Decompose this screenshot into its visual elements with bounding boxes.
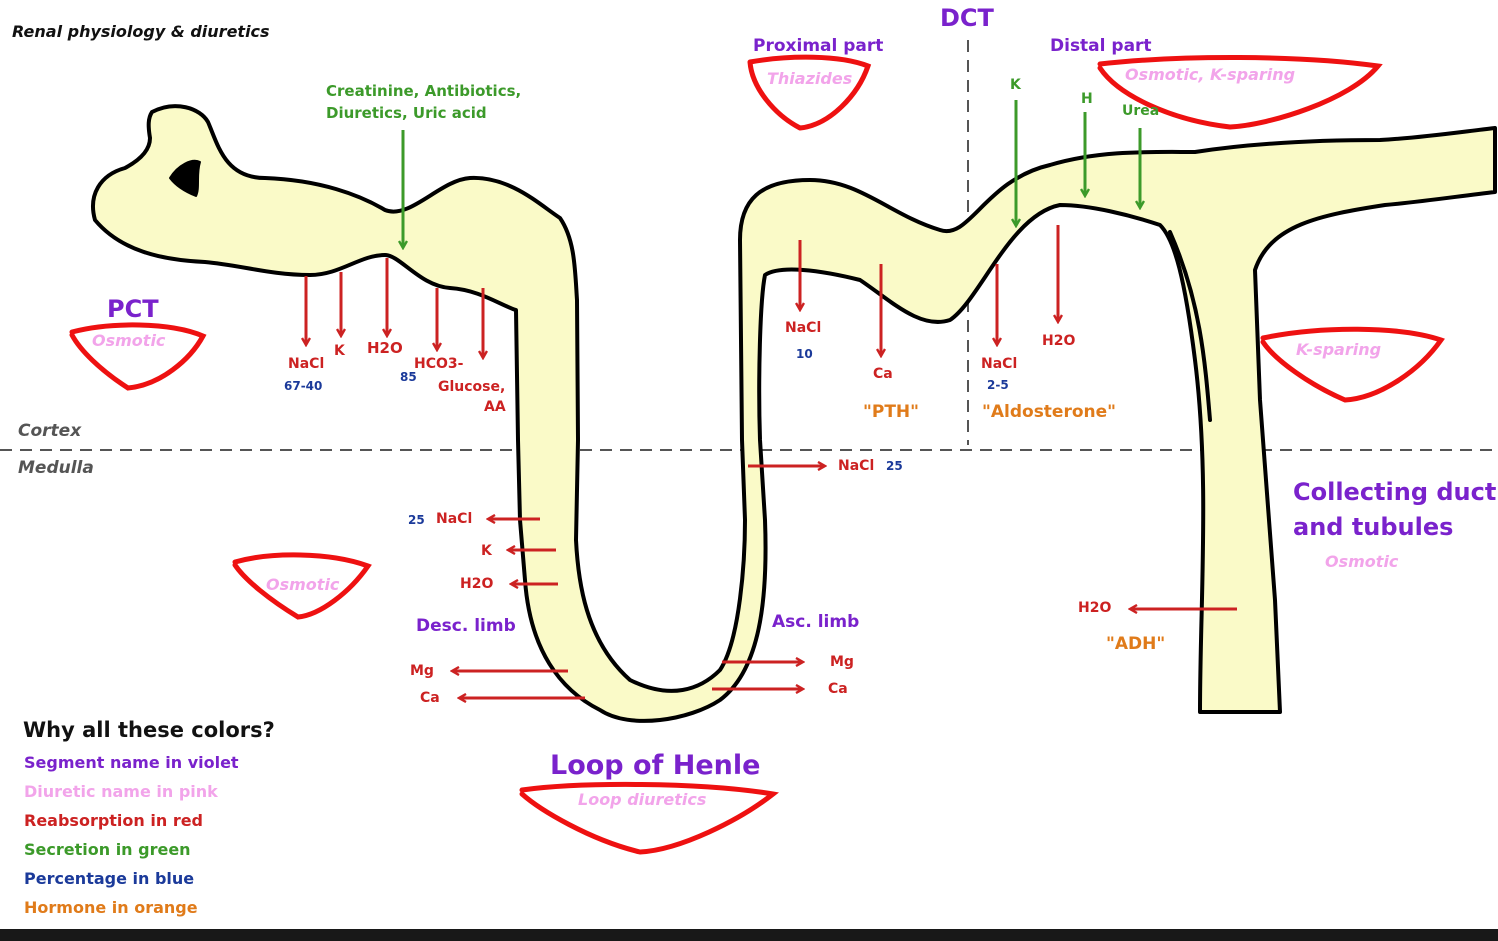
secretion-pct-line2: Diuretics, Uric acid [326, 106, 487, 121]
diuretic-distal: Osmotic, K-sparing [1125, 67, 1295, 83]
segment-loop-of-henle: Loop of Henle [550, 752, 760, 779]
diuretic-thiazides: Thiazides [767, 71, 852, 87]
legend-item-green: Secretion in green [24, 842, 191, 858]
reab-dctp-ca: Ca [873, 367, 893, 381]
reab-pct-h2o: H2O [367, 341, 403, 356]
diuretic-collecting: Osmotic [1325, 554, 1398, 570]
diuretic-pct: Osmotic [92, 333, 165, 349]
pct-dctp-nacl: 10 [796, 348, 813, 360]
pct-pct-nacl: 67-40 [284, 380, 322, 392]
hormone-aldosterone: "Aldosterone" [982, 404, 1116, 421]
reab-pct-k: K [334, 344, 345, 358]
segment-collecting-line2: and tubules [1293, 515, 1453, 539]
reab-dctd-h2o: H2O [1042, 334, 1075, 348]
segment-desc-limb: Desc. limb [416, 618, 516, 635]
segment-dct-proximal: Proximal part [753, 38, 883, 55]
legend-item-pink: Diuretic name in pink [24, 784, 218, 800]
secretion-pct-line1: Creatinine, Antibiotics, [326, 84, 521, 99]
bottom-bar [0, 929, 1498, 941]
secretion-k: K [1010, 78, 1021, 92]
medulla-label: Medulla [18, 460, 94, 477]
segment-dct-distal: Distal part [1050, 38, 1152, 55]
reab-desc-nacl: NaCl [436, 512, 472, 526]
hormone-adh: "ADH" [1106, 636, 1165, 653]
secretion-urea: Urea [1122, 104, 1159, 118]
annotation-circle-thiazides [750, 57, 868, 128]
pct-pct-h2o: 85 [400, 371, 417, 383]
legend-item-orange: Hormone in orange [24, 900, 198, 916]
reab-cd-h2o: H2O [1078, 601, 1111, 615]
legend-item-red: Reabsorption in red [24, 813, 203, 829]
hormone-pth: "PTH" [863, 404, 919, 421]
legend-item-violet: Segment name in violet [24, 755, 239, 771]
reab-asc-nacl: NaCl [838, 459, 874, 473]
pct-asc-nacl: 25 [886, 460, 903, 472]
reab-dctd-nacl: NaCl [981, 357, 1017, 371]
diuretic-loop: Loop diuretics [578, 792, 706, 808]
segment-dct: DCT [940, 6, 994, 30]
diuretic-collecting-ksparing: K-sparing [1296, 342, 1381, 358]
reab-desc-mg: Mg [410, 664, 434, 678]
cortex-label: Cortex [18, 423, 81, 440]
diuretic-desc-limb: Osmotic [266, 577, 339, 593]
reab-pct-glucose-line1: Glucose, [438, 380, 505, 394]
reab-desc-k: K [481, 544, 492, 558]
reab-asc-ca: Ca [828, 682, 848, 696]
reab-pct-hco3: HCO3- [414, 357, 463, 371]
reab-pct-nacl: NaCl [288, 357, 324, 371]
reab-asc-mg: Mg [830, 655, 854, 669]
reab-pct-glucose-line2: AA [484, 400, 506, 414]
reab-dctp-nacl: NaCl [785, 321, 821, 335]
reab-desc-h2o: H2O [460, 577, 493, 591]
secretion-h: H [1081, 92, 1093, 106]
legend-item-blue: Percentage in blue [24, 871, 194, 887]
segment-asc-limb: Asc. limb [772, 614, 859, 631]
pct-dctd-nacl: 2-5 [987, 379, 1009, 391]
page-title: Renal physiology & diuretics [12, 24, 270, 40]
legend-heading: Why all these colors? [23, 720, 275, 741]
pct-desc-nacl: 25 [408, 514, 425, 526]
segment-collecting-line1: Collecting duct [1293, 480, 1496, 504]
reab-desc-ca: Ca [420, 691, 440, 705]
segment-pct: PCT [107, 297, 159, 321]
